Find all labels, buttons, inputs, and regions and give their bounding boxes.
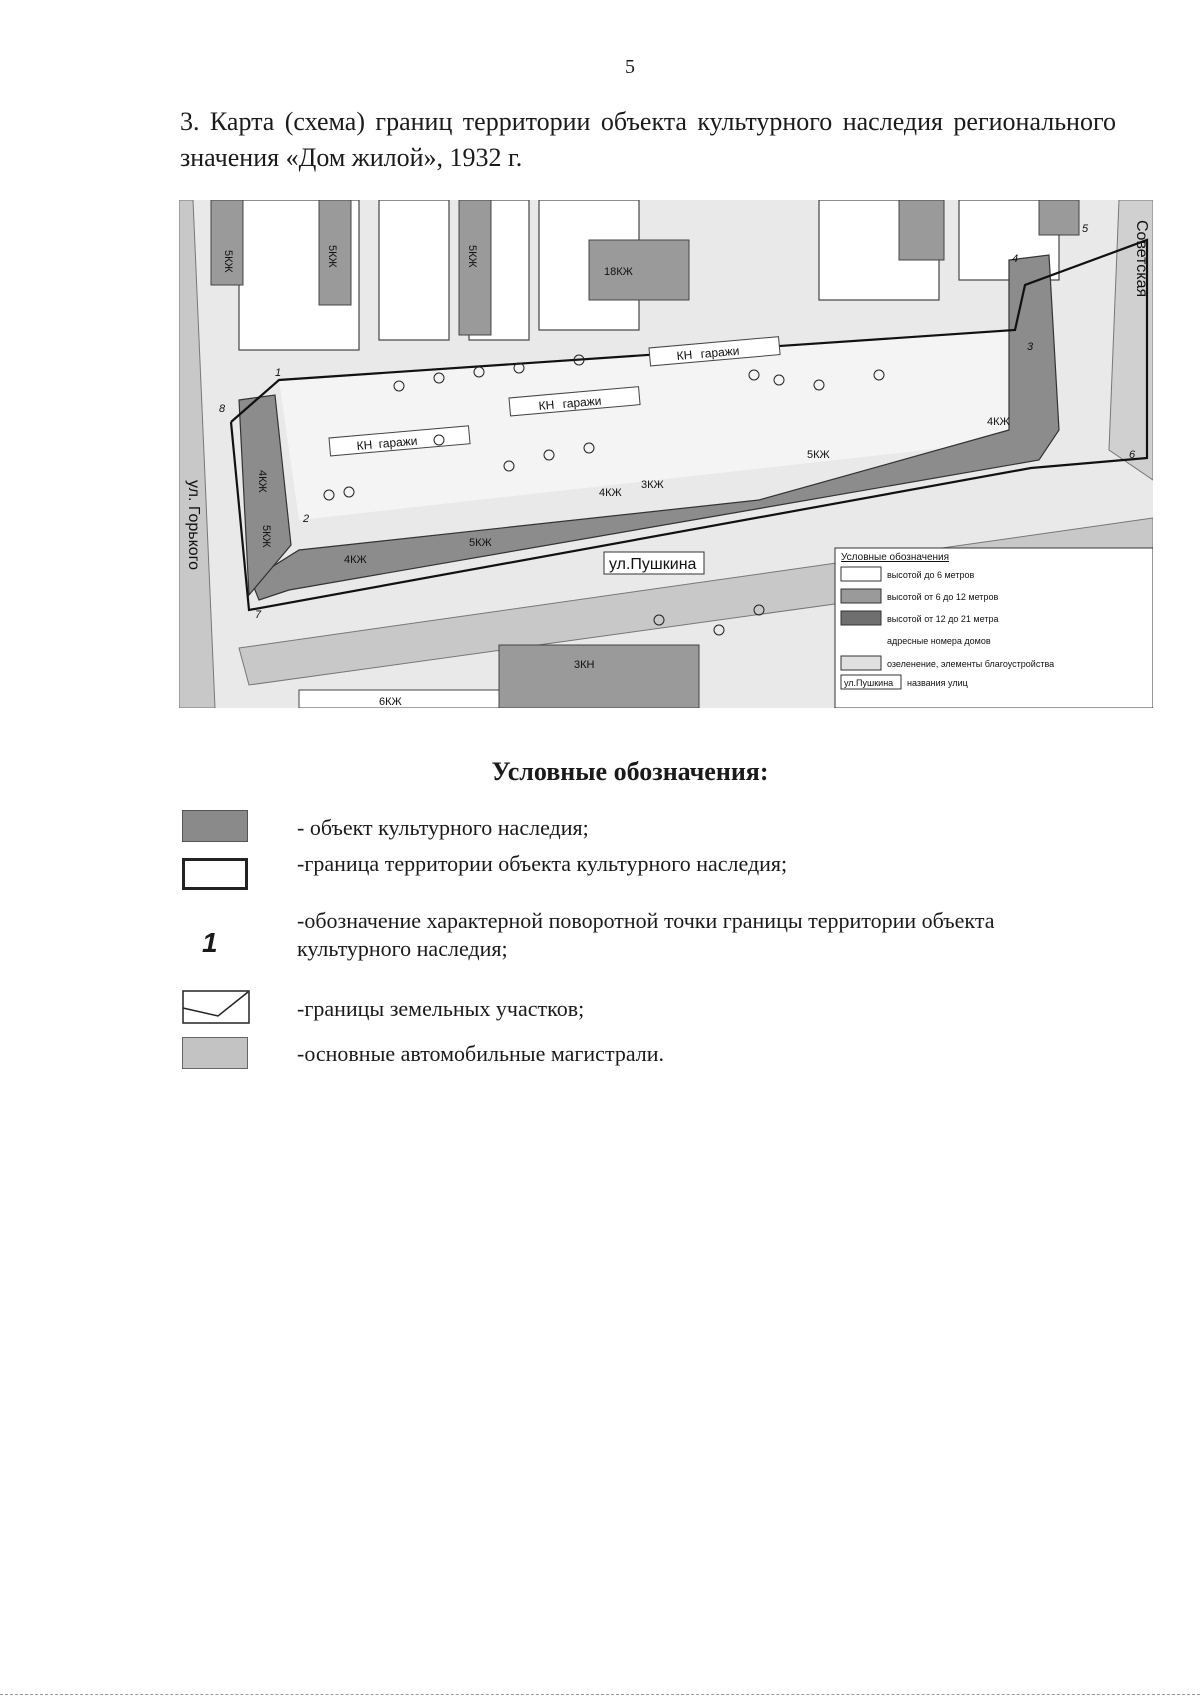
svg-text:5: 5 bbox=[1082, 223, 1089, 235]
heritage-building bbox=[250, 254, 1060, 601]
inset-legend-item-2: высотой от 12 до 21 метра bbox=[887, 614, 998, 624]
legend-item-turning-point: -обозначение характерной поворотной точк… bbox=[297, 908, 995, 961]
inset-legend-item-4: озеленение, элементы благоустройства bbox=[887, 659, 1054, 669]
svg-text:8: 8 bbox=[219, 403, 226, 415]
garages bbox=[328, 336, 781, 457]
buildings-top-dark bbox=[210, 200, 1080, 336]
trees bbox=[323, 354, 885, 636]
svg-text:КН: КН bbox=[538, 398, 555, 413]
legend-item-boundary: -граница территории объекта культурного … bbox=[297, 851, 788, 876]
svg-text:5КЖ: 5КЖ bbox=[260, 525, 272, 548]
road-sovetskaya bbox=[1108, 200, 1153, 481]
page-number: 5 bbox=[625, 56, 635, 78]
inset-legend-item-0: высотой до 6 метров bbox=[887, 570, 975, 580]
svg-text:2: 2 bbox=[302, 513, 309, 525]
svg-text:3КН: 3КН bbox=[574, 659, 595, 671]
inset-legend-title: Условные обозначения bbox=[841, 551, 949, 563]
svg-text:4: 4 bbox=[1012, 253, 1018, 265]
legend-item-roads: -основные автомобильные магистрали. bbox=[297, 1041, 665, 1066]
heritage-boundary bbox=[229, 238, 1149, 612]
garage-label-2: гаражи bbox=[562, 394, 602, 411]
svg-text:КН: КН bbox=[356, 438, 373, 453]
garage-label-3: гаражи bbox=[700, 344, 740, 361]
legend-item-land-parcels: -границы земельных участков; bbox=[297, 996, 585, 1021]
inset-legend: Условные обозначения высотой до 6 метров… bbox=[834, 547, 1153, 708]
map-heading: 3. Карта (схема) границ территории объек… bbox=[180, 107, 1116, 172]
garage-label-1: гаражи bbox=[378, 434, 418, 451]
svg-text:18КЖ: 18КЖ bbox=[604, 266, 633, 278]
land-parcel-swatch bbox=[182, 990, 250, 1024]
legend-title: Условные обозначения: bbox=[491, 757, 769, 786]
svg-text:5КЖ: 5КЖ bbox=[326, 245, 338, 268]
heritage-object-swatch bbox=[182, 810, 248, 842]
svg-text:4КЖ: 4КЖ bbox=[344, 554, 367, 566]
svg-text:7: 7 bbox=[255, 609, 262, 621]
inset-legend-item-1: высотой от 6 до 12 метров bbox=[887, 592, 998, 602]
turning-point-symbol: 1 bbox=[202, 927, 218, 958]
legend-item-heritage: - объект культурного наследия; bbox=[297, 815, 589, 840]
svg-text:5КЖ: 5КЖ bbox=[466, 245, 478, 268]
svg-text:ул.Пушкина: ул.Пушкина bbox=[609, 556, 697, 573]
svg-text:КН: КН bbox=[676, 348, 693, 363]
svg-text:3КЖ: 3КЖ bbox=[641, 479, 664, 491]
svg-text:4КЖ: 4КЖ bbox=[987, 416, 1010, 428]
road-swatch bbox=[182, 1037, 248, 1069]
svg-text:4КЖ: 4КЖ bbox=[599, 487, 622, 499]
svg-text:4КЖ: 4КЖ bbox=[256, 470, 268, 493]
territory-boundary-swatch bbox=[182, 858, 248, 890]
svg-text:5КЖ: 5КЖ bbox=[469, 537, 492, 549]
svg-text:5КЖ: 5КЖ bbox=[807, 449, 830, 461]
road-gorkogo bbox=[179, 200, 216, 708]
svg-text:3: 3 bbox=[1027, 341, 1034, 353]
inset-legend-item-3: адресные номера домов bbox=[887, 636, 991, 646]
svg-text:1: 1 bbox=[275, 367, 281, 379]
svg-text:5КЖ: 5КЖ bbox=[222, 250, 234, 273]
svg-text:6: 6 bbox=[1129, 449, 1136, 461]
svg-text:Советская: Советская bbox=[1133, 220, 1150, 297]
inset-legend-street-sample: ул.Пушкина bbox=[844, 678, 893, 688]
inset-legend-item-5: названия улиц bbox=[907, 678, 968, 688]
svg-text:ул. Горького: ул. Горького bbox=[185, 480, 202, 570]
page-bottom-edge bbox=[0, 1694, 1200, 1695]
map-scheme: КН гаражи КН гаражи КН гаражи 5КЖ 4КЖ 4К… bbox=[179, 200, 1153, 708]
svg-text:6КЖ: 6КЖ bbox=[379, 696, 402, 708]
